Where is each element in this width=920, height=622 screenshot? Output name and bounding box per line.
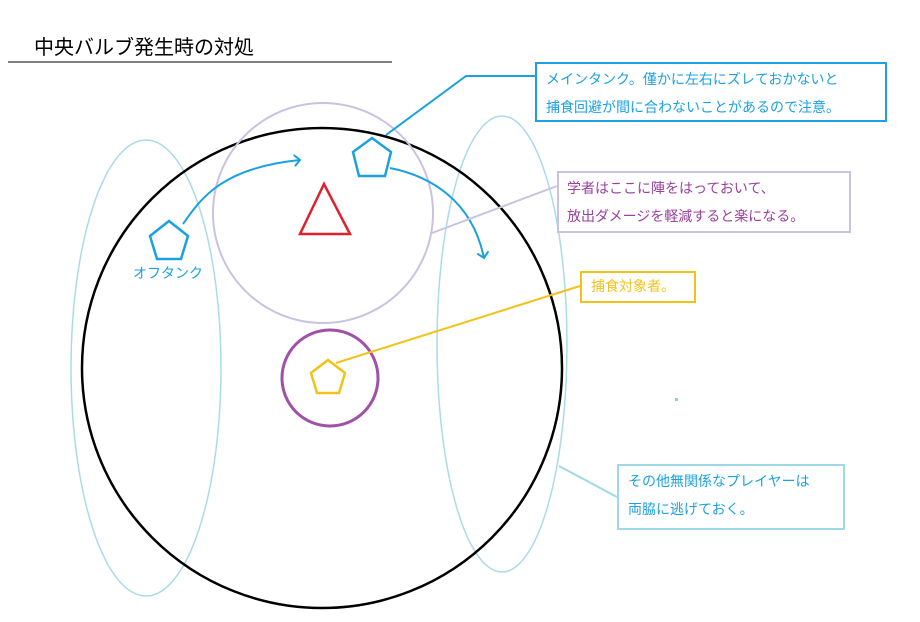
off-tank-move-arrow (182, 160, 300, 225)
left-escape-area (70, 139, 222, 597)
page-title: 中央バルブ発生時の対処 (34, 35, 254, 59)
scholar-sacred-soil-area (212, 102, 434, 324)
others-callout-line-1: その他無関係なプレイヤーは (628, 474, 810, 490)
main-tank-callout-line-2: 捕食回避が間に合わないことがあるので注意。 (546, 100, 840, 116)
others-callout-line-2: 両脇に逃げておく。 (628, 502, 754, 518)
right-escape-area (436, 115, 568, 573)
main-tank-move-arrow (389, 167, 484, 258)
scholar-callout-line-1: 学者はここに陣をはっておいて、 (567, 181, 775, 197)
arena-circle (80, 126, 564, 610)
scholar-leader-line (431, 185, 558, 234)
target-pentagon-icon (309, 358, 347, 395)
off-tank-pentagon-icon (148, 219, 190, 261)
main-tank-pentagon-icon (351, 136, 393, 178)
main-tank-callout-line-1: メインタンク。僅かに左右にズレておかないと (546, 72, 839, 88)
red-triangle-icon (298, 181, 353, 236)
scholar-callout-line-2: 放出ダメージを軽減すると楽になる。 (567, 209, 805, 225)
target-leader-line (335, 285, 581, 364)
others-callout: その他無関係なプレイヤーは 両脇に逃げておく。 (617, 464, 845, 530)
target-area-circle (280, 328, 380, 428)
scholar-callout: 学者はここに陣をはっておいて、 放出ダメージを軽減すると楽になる。 (557, 171, 851, 233)
others-leader-line (558, 465, 618, 498)
target-callout-line-1: 捕食対象者。 (591, 279, 675, 295)
stray-dot (675, 398, 678, 401)
off-tank-label: オフタンク (133, 266, 203, 282)
main-tank-leader-line (385, 75, 535, 136)
target-callout: 捕食対象者。 (580, 271, 696, 303)
main-tank-callout: メインタンク。僅かに左右にズレておかないと 捕食回避が間に合わないことがあるので… (535, 62, 887, 122)
